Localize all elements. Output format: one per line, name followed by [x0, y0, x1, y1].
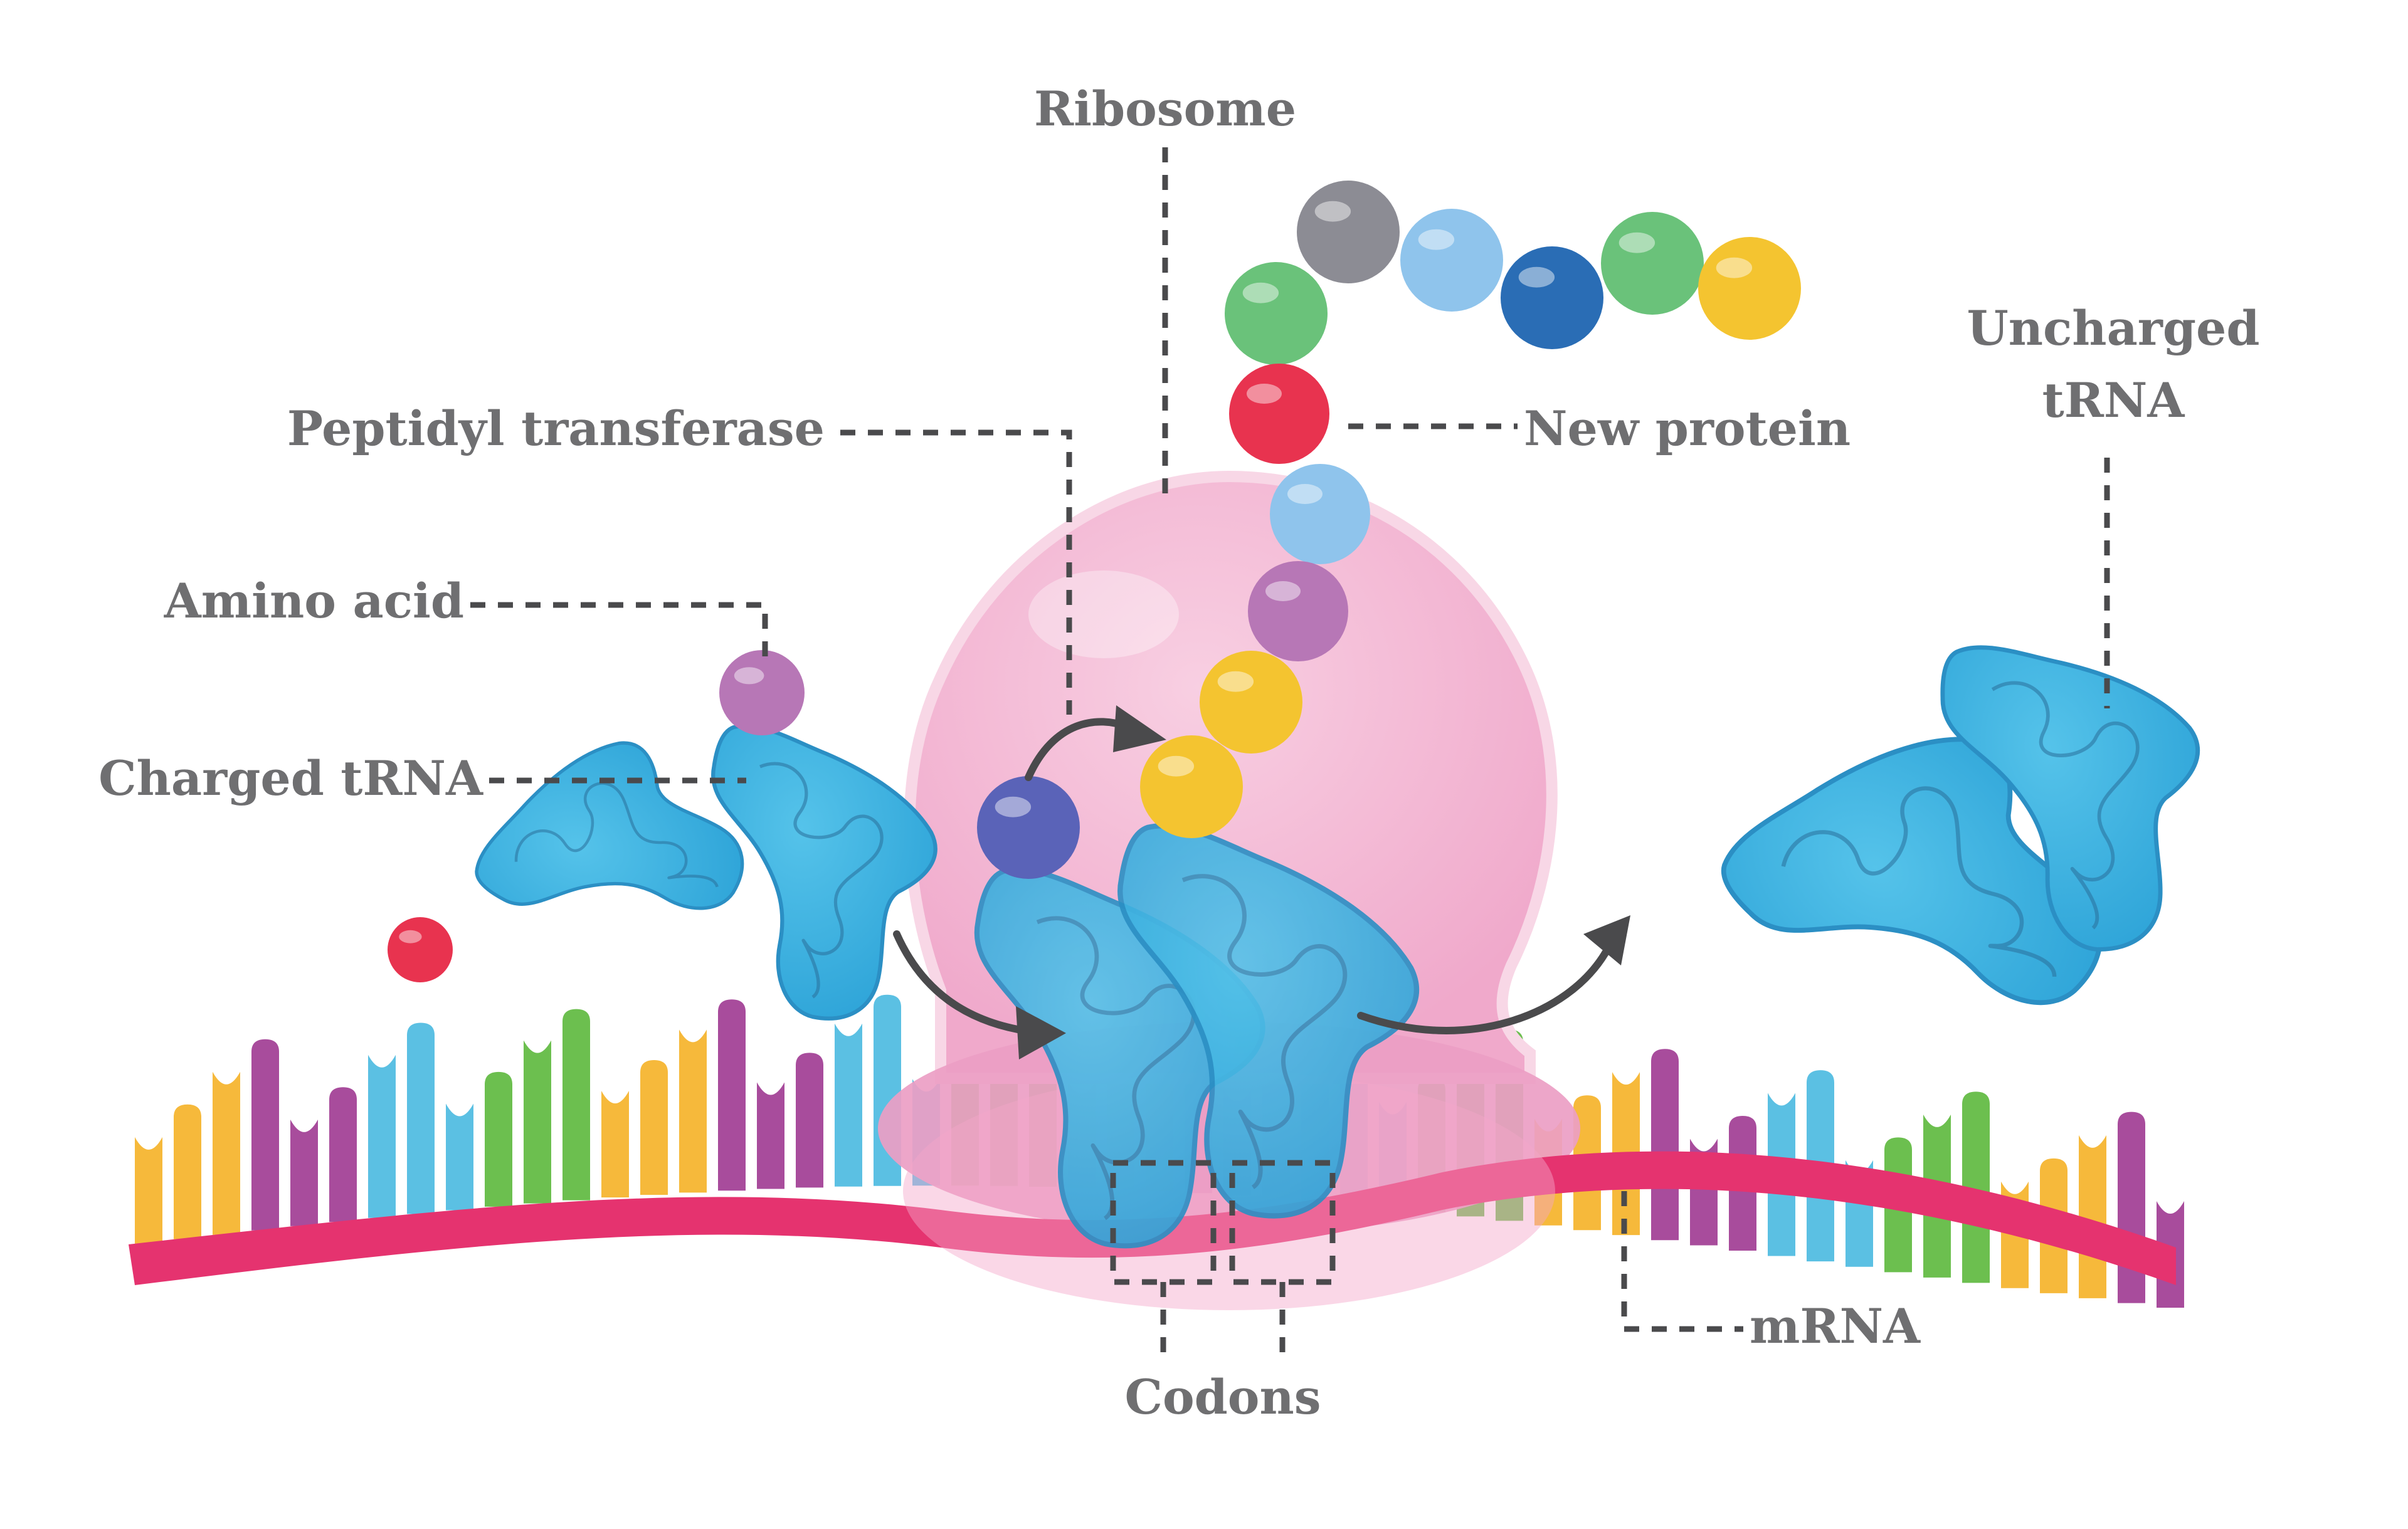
nucleotide-bar: [524, 1040, 551, 1204]
amino-acid-bead: [1698, 237, 1801, 340]
flow-arrows: [893, 705, 1630, 1059]
arrow-exit-ribosome: [1357, 949, 1609, 1034]
nucleotide-bar: [562, 1009, 590, 1201]
arrow-exit-ribosome-head: [1583, 915, 1630, 965]
amino-acid-bead: [388, 917, 453, 982]
arrow-peptidyl-transfer-head: [1113, 705, 1166, 752]
nucleotide-bar: [485, 1071, 512, 1207]
charged-trna: [713, 726, 936, 1019]
nucleotide-bar: [679, 1029, 707, 1193]
amino-acid-bead-highlight: [995, 796, 1032, 817]
amino-acid-bead: [1270, 464, 1370, 564]
amino-acid-bead-highlight: [1287, 484, 1323, 504]
amino-acid-bead-highlight: [1314, 201, 1351, 222]
amino-acid-bead: [1297, 181, 1400, 283]
leader-amino-acid: [470, 602, 768, 665]
nucleotide-bar: [2118, 1111, 2145, 1303]
leader-lines: [470, 147, 2110, 1360]
amino-acid-bead-highlight: [1247, 384, 1282, 404]
label-amino-acid: Amino acid: [164, 573, 464, 629]
label-codons: Codons: [1124, 1369, 1321, 1425]
nucleotide-bar: [796, 1053, 823, 1188]
label-charged-trna: Charged tRNA: [98, 750, 483, 806]
amino-acid-bead-highlight: [1265, 581, 1301, 601]
nucleotide-bar: [368, 1054, 396, 1218]
labels: Ribosome Peptidyl transferase New protei…: [98, 81, 2259, 1425]
amino-acid-bead: [1225, 262, 1328, 365]
label-mrna: mRNA: [1750, 1298, 1921, 1354]
amino-acid-bead-highlight: [1619, 232, 1656, 253]
arrow-into-ribosome-head: [1016, 1006, 1066, 1059]
nucleotide-bar: [446, 1103, 473, 1211]
nucleotide-bar: [213, 1071, 240, 1235]
nucleotide-bar: [329, 1087, 357, 1222]
nucleotide-bar: [757, 1082, 784, 1189]
amino-acid-bead: [1501, 246, 1603, 349]
label-peptidyl-transferase: Peptidyl transferase: [287, 401, 825, 456]
amino-acid-bead: [977, 776, 1080, 879]
leader-mrna: [1621, 1191, 1743, 1332]
amino-acid-bead: [1601, 212, 1704, 315]
amino-acid-bead: [1400, 209, 1503, 312]
nucleotide-bar: [601, 1091, 629, 1198]
nucleotide-bar: [835, 1023, 862, 1187]
amino-acid-bead-highlight: [1242, 282, 1279, 303]
nucleotide-bar: [718, 999, 746, 1191]
amino-acid-bead: [1140, 735, 1243, 838]
label-uncharged-trna-line1: Uncharged: [1967, 300, 2260, 356]
amino-acid-bead-highlight: [1418, 229, 1455, 250]
nucleotide-bar: [1651, 1049, 1679, 1241]
nucleotide-bar: [1962, 1091, 1990, 1283]
amino-acid-bead-highlight: [1158, 755, 1195, 777]
arrow-into-ribosome: [893, 930, 1032, 1035]
amino-acid-bead-highlight: [734, 667, 764, 685]
nucleotide-bar: [640, 1060, 668, 1195]
nucleotide-bar: [290, 1119, 318, 1226]
amino-acid-bead: [1248, 561, 1348, 661]
amino-acid-bead: [719, 650, 805, 735]
amino-acid-chain: [388, 181, 1801, 982]
ribosome-highlight: [1028, 570, 1179, 658]
amino-acid-bead: [1229, 364, 1329, 464]
amino-acid-bead-highlight: [1716, 257, 1753, 278]
nucleotide-bar: [2079, 1135, 2106, 1298]
amino-acid-bead: [1200, 651, 1302, 754]
nucleotide-bar: [407, 1022, 435, 1214]
label-uncharged-trna-line2: tRNA: [2042, 372, 2185, 428]
mrna-backbone: [129, 1151, 2176, 1285]
nucleotide-bar: [174, 1104, 201, 1239]
amino-acid-bead-highlight: [399, 930, 422, 943]
amino-acid-bead-highlight: [1217, 671, 1254, 692]
trna-icon: [713, 726, 936, 1019]
leader-peptidyl-transferase: [840, 429, 1072, 715]
label-new-protein: New protein: [1524, 401, 1851, 456]
nucleotide-bar: [135, 1137, 162, 1244]
label-ribosome: Ribosome: [1034, 81, 1296, 137]
nucleotide-bar: [251, 1039, 279, 1231]
amino-acid-bead-highlight: [1518, 266, 1555, 288]
